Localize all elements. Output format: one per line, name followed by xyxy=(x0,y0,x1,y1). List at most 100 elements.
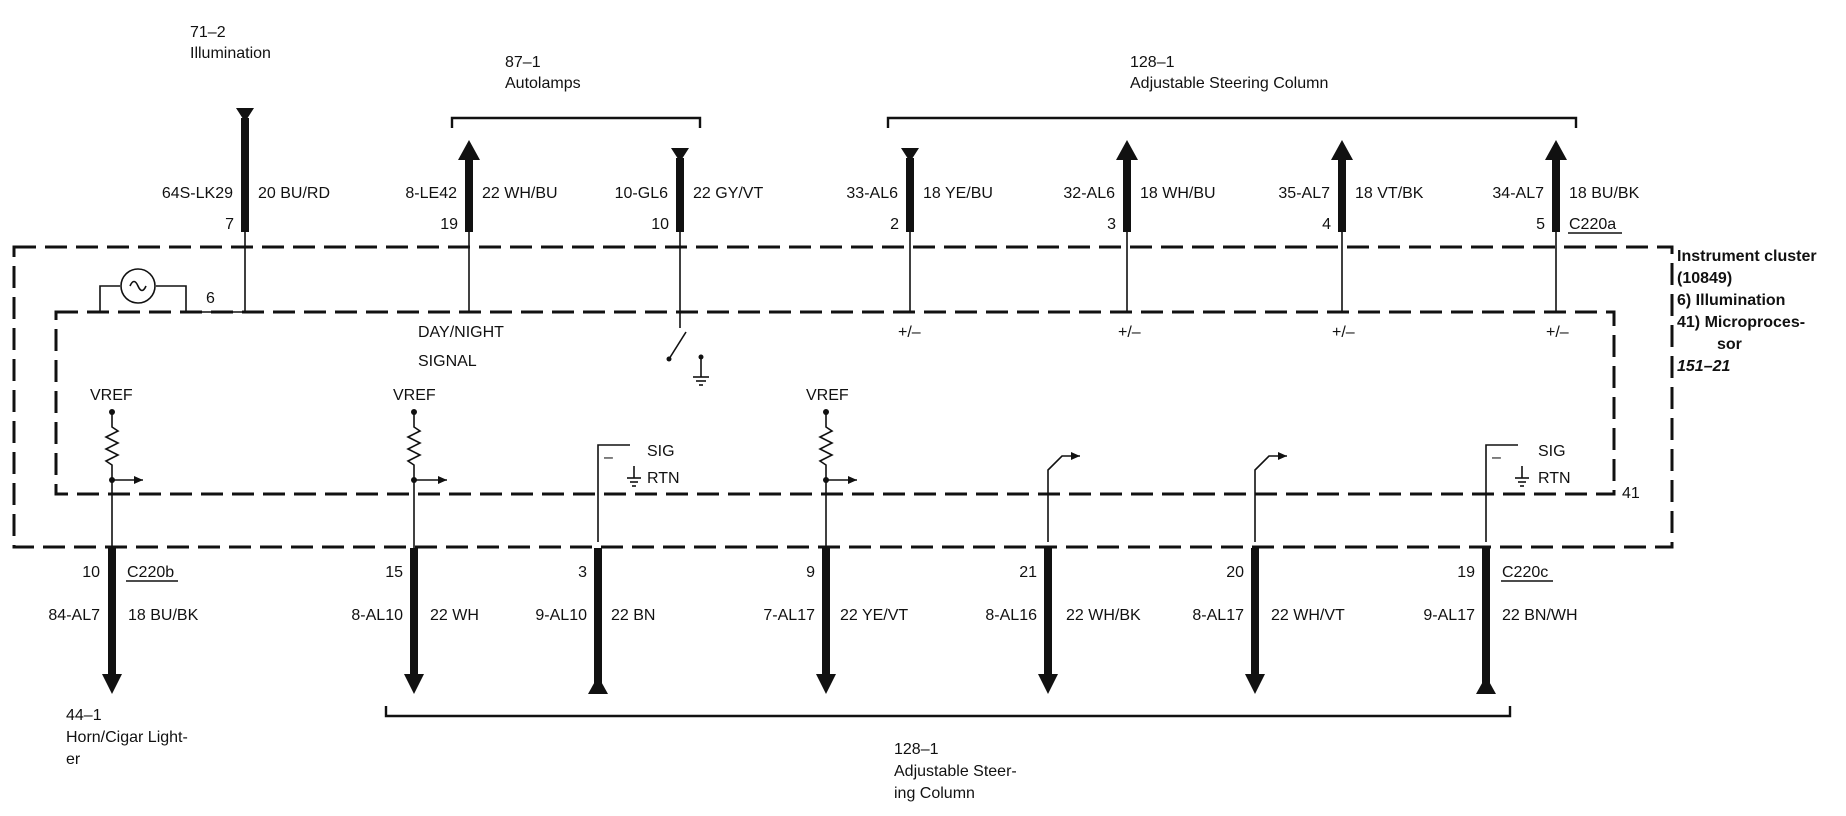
rtn-label: RTN xyxy=(647,470,680,487)
bottom-wire-2-color: 22 WH xyxy=(430,607,479,624)
bottom-wire-3-color: 22 BN xyxy=(611,607,655,624)
pm-label-1: +/– xyxy=(898,324,921,341)
top-wire-5: 32-AL6 18 WH/BU 3 xyxy=(1063,140,1216,312)
top-wire-1: 64S-LK29 20 BU/RD 7 xyxy=(162,108,330,312)
bottom-wire-4-pin: 9 xyxy=(806,564,815,581)
connector-c220b-label: C220b xyxy=(127,564,174,581)
arrow-down-icon xyxy=(1038,674,1058,694)
top-wire-2-pin: 19 xyxy=(440,216,458,233)
vref-sensor-3: VREF xyxy=(806,387,857,484)
connector-female-icon xyxy=(671,148,689,162)
module-name: Instrument cluster xyxy=(1677,248,1817,265)
microprocessor-outline xyxy=(54,310,1616,496)
ref-steering-top-name: Adjustable Steering Column xyxy=(1130,75,1328,92)
module-illumination: 6) Illumination xyxy=(1677,292,1785,309)
bottom-wire-2-pin: 15 xyxy=(385,564,403,581)
ref-horn-name: Horn/Cigar Light- xyxy=(66,729,188,746)
steering-top-brace xyxy=(886,116,1578,128)
ref-illumination-number: 71–2 xyxy=(190,24,226,41)
minus-sign: – xyxy=(604,449,613,466)
arrow-up-icon xyxy=(588,676,608,694)
top-wire-2-circuit: 8-LE42 xyxy=(405,185,457,202)
bottom-wire-5-circuit: 8-AL16 xyxy=(985,607,1037,624)
connector-female-icon xyxy=(901,148,919,162)
ref-steering-top-number: 128–1 xyxy=(1130,54,1175,71)
vref-label: VREF xyxy=(90,387,133,404)
connector-c220c-label: C220c xyxy=(1502,564,1548,581)
day-night-label: DAY/NIGHT xyxy=(418,324,504,341)
arrow-down-icon xyxy=(102,674,122,694)
autolamps-brace xyxy=(450,116,702,128)
connector-c220a-label: C220a xyxy=(1569,216,1616,233)
bottom-wire-7-circuit: 9-AL17 xyxy=(1423,607,1475,624)
output-driver-1 xyxy=(1047,452,1080,542)
bottom-wire-5-color: 22 WH/BK xyxy=(1066,607,1141,624)
bottom-wire-2-circuit: 8-AL10 xyxy=(351,607,403,624)
arrow-up-icon xyxy=(1116,140,1138,160)
pm-label-4: +/– xyxy=(1546,324,1569,341)
module-ref: 151–21 xyxy=(1677,358,1730,375)
sig-rtn-ground-2: – SIG RTN xyxy=(1485,443,1571,542)
bottom-wire-6-pin: 20 xyxy=(1226,564,1244,581)
top-wire-6-pin: 4 xyxy=(1322,216,1331,233)
ref-illumination-name: Illumination xyxy=(190,45,271,62)
arrow-up-icon xyxy=(1476,676,1496,694)
top-wire-6-circuit: 35-AL7 xyxy=(1278,185,1330,202)
bottom-wire-1-circuit: 84-AL7 xyxy=(48,607,100,624)
ref-horn-number: 44–1 xyxy=(66,707,102,724)
pm-label-3: +/– xyxy=(1332,324,1355,341)
bottom-wire-1-pin: 10 xyxy=(82,564,100,581)
top-wire-4: 33-AL6 18 YE/BU 2 xyxy=(846,148,993,312)
ref-horn-name-cont: er xyxy=(66,751,81,768)
ref-autolamps-number: 87–1 xyxy=(505,54,541,71)
top-wire-3-circuit: 10-GL6 xyxy=(615,185,668,202)
top-wire-6-color: 18 VT/BK xyxy=(1355,185,1424,202)
top-wire-4-color: 18 YE/BU xyxy=(923,185,993,202)
bottom-wire-4-circuit: 7-AL17 xyxy=(763,607,815,624)
bottom-wire-7-color: 22 BN/WH xyxy=(1502,607,1578,624)
bottom-wire-1: 10 84-AL7 18 BU/BK xyxy=(48,548,199,694)
bottom-wire-1-color: 18 BU/BK xyxy=(128,607,199,624)
bottom-wire-6: 20 8-AL17 22 WH/VT xyxy=(1192,548,1345,694)
top-wire-7-color: 18 BU/BK xyxy=(1569,185,1640,202)
bottom-wire-4-color: 22 YE/VT xyxy=(840,607,908,624)
sig-label: SIG xyxy=(1538,443,1566,460)
top-wire-3-pin: 10 xyxy=(651,216,669,233)
ref-autolamps-name: Autolamps xyxy=(505,75,581,92)
ref-steering-bottom-name-cont: ing Column xyxy=(894,785,975,802)
top-wire-2-color: 22 WH/BU xyxy=(482,185,558,202)
arrow-down-icon xyxy=(816,674,836,694)
bottom-wire-3: 3 9-AL10 22 BN xyxy=(535,548,655,694)
ref-steering-bottom-name: Adjustable Steer- xyxy=(894,763,1017,780)
bottom-wire-6-color: 22 WH/VT xyxy=(1271,607,1345,624)
arrow-down-icon xyxy=(404,674,424,694)
microprocessor-pin-label: 41 xyxy=(1622,485,1640,502)
top-wire-1-color: 20 BU/RD xyxy=(258,185,330,202)
ref-steering-bottom-number: 128–1 xyxy=(894,741,939,758)
connector-female-icon xyxy=(236,108,254,122)
top-wire-3-color: 22 GY/VT xyxy=(693,185,763,202)
pm-label-2: +/– xyxy=(1118,324,1141,341)
output-driver-2 xyxy=(1254,452,1287,542)
switch-icon xyxy=(666,316,709,386)
arrow-up-icon xyxy=(458,140,480,160)
top-wire-5-color: 18 WH/BU xyxy=(1140,185,1216,202)
vref-sensor-2: VREF xyxy=(393,387,447,484)
lamp-pin-label: 6 xyxy=(206,290,215,307)
arrow-up-icon xyxy=(1545,140,1567,160)
top-wire-7-circuit: 34-AL7 xyxy=(1492,185,1544,202)
minus-sign: – xyxy=(1492,449,1501,466)
bottom-wire-3-pin: 3 xyxy=(578,564,587,581)
top-wire-1-pin: 7 xyxy=(225,216,234,233)
arrow-down-icon xyxy=(1245,674,1265,694)
top-wire-7-pin: 5 xyxy=(1536,216,1545,233)
illumination-lamp-icon xyxy=(99,268,187,312)
top-wire-6: 35-AL7 18 VT/BK 4 xyxy=(1278,140,1424,312)
top-wire-5-pin: 3 xyxy=(1107,216,1116,233)
top-wire-7: 34-AL7 18 BU/BK 5 xyxy=(1492,140,1640,312)
rtn-label: RTN xyxy=(1538,470,1571,487)
bottom-wire-4: 9 7-AL17 22 YE/VT xyxy=(763,548,908,694)
vref-sensor-1: VREF xyxy=(90,387,143,484)
top-wire-4-circuit: 33-AL6 xyxy=(846,185,898,202)
steering-bottom-brace xyxy=(384,706,1512,718)
